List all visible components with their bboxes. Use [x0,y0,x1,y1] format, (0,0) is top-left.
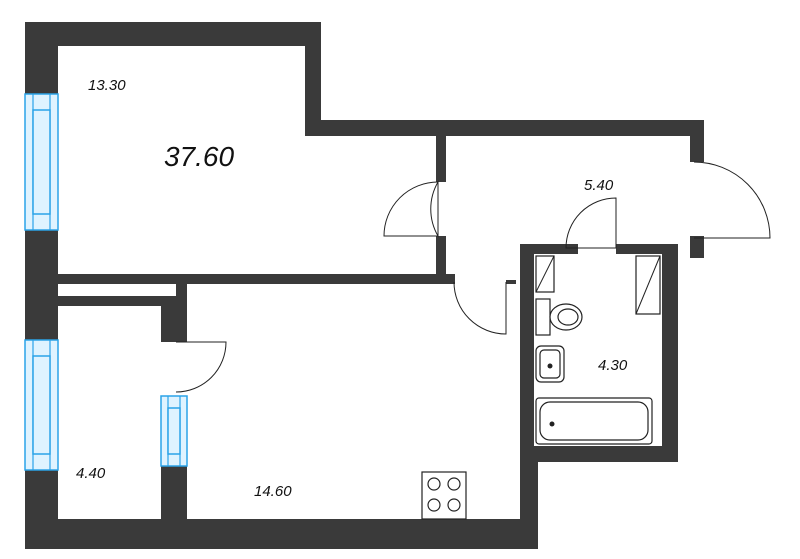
sink [535,345,565,383]
wall-bath-top-right [616,244,678,254]
wall-bath-bottom [520,446,678,462]
bottom-inner-clear-1 [58,306,161,519]
wall-room1-hall-lower [436,236,446,284]
wall-top-hall [305,120,704,136]
wall-balcony-top [25,296,185,306]
kitchen-area-label: 14.60 [254,483,292,500]
wall-room1-hall [436,120,446,182]
wall-bath-left [520,244,534,462]
doors [175,161,771,393]
door-entrance [693,161,771,239]
stove [421,471,467,520]
door-bath [565,197,617,249]
wall-kitchen-bath [506,280,516,284]
wall-room1-bottom [25,274,455,284]
bathtub [535,397,653,445]
closet-right [635,255,661,315]
wall-right-bath [662,244,678,460]
walls [25,22,704,549]
toilet [535,298,583,336]
wall-room1-step [305,22,321,134]
window-balcony [24,339,59,471]
bathroom-area-label: 4.30 [598,357,628,374]
window-room1 [24,93,59,231]
bath-fixtures [535,255,661,445]
wall-right-hall-lower [690,236,704,258]
wall-bath-top [520,244,578,254]
door-room1 [430,180,439,238]
wall-top-room1 [25,22,321,46]
door-room1-arc [383,181,439,237]
hall-area-label: 5.40 [584,177,614,194]
room1-area-label: 13.30 [88,77,126,94]
total-area-label: 37.60 [164,141,234,172]
wall-bottom-left [25,519,187,549]
balcony-area-label: 4.40 [76,465,106,482]
door-kitchen [453,281,507,335]
wall-right-hall-upper [690,120,704,162]
window-kitchen-balcony [160,395,188,467]
door-balcony [175,341,227,393]
windows [24,93,188,471]
closet-left [535,255,555,293]
wall-kitchen-top [176,278,188,342]
